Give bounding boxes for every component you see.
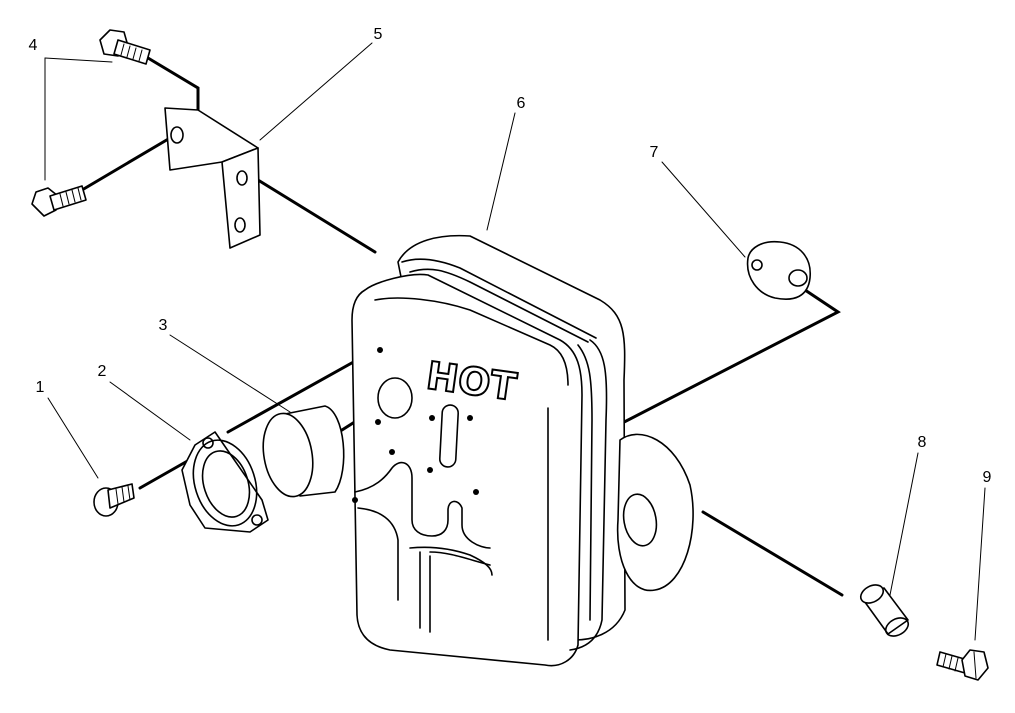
callout-4: 4 bbox=[28, 37, 38, 54]
callout-2: 2 bbox=[97, 363, 107, 380]
bolt-muffler bbox=[936, 649, 989, 681]
callout-6: 6 bbox=[516, 95, 526, 112]
exhaust-flange bbox=[181, 431, 269, 533]
leader-lines bbox=[44, 42, 986, 641]
mounting-bracket bbox=[164, 107, 261, 249]
callout-9: 9 bbox=[982, 469, 992, 486]
callout-3: 3 bbox=[158, 317, 168, 334]
callout-7: 7 bbox=[649, 144, 659, 161]
callout-1: 1 bbox=[35, 379, 45, 396]
gasket bbox=[746, 240, 811, 300]
bolt-lower bbox=[31, 185, 87, 217]
callout-8: 8 bbox=[917, 434, 927, 451]
sleeve bbox=[262, 405, 345, 498]
bolt-upper bbox=[99, 29, 151, 65]
spacer bbox=[859, 584, 910, 637]
screw bbox=[93, 483, 135, 517]
muffler: HOT bbox=[351, 234, 694, 667]
callout-5: 5 bbox=[373, 26, 383, 43]
